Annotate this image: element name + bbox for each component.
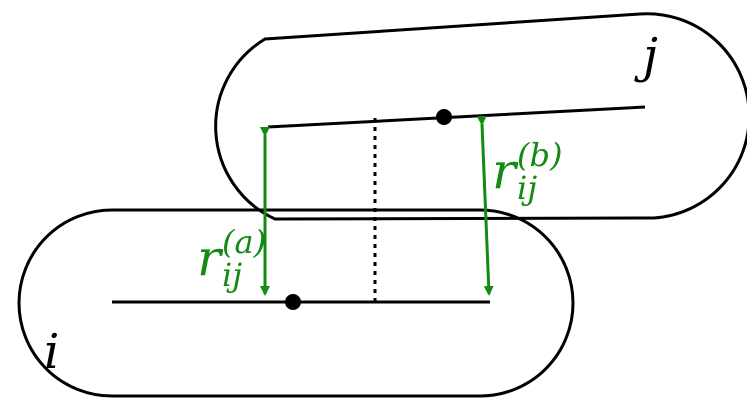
distance-b-subscript: ij	[517, 169, 537, 207]
distance-a: r ij (a)	[197, 127, 270, 296]
rod-j-outline	[214, 12, 747, 221]
distance-a-superscript: (a)	[222, 223, 266, 261]
distance-b-base: r	[492, 142, 519, 200]
rod-j-axis	[267, 105, 646, 129]
distance-b-arrow	[476, 115, 494, 296]
rod-i-center	[285, 294, 301, 310]
distance-a-label: r ij (a)	[197, 223, 266, 294]
rod-i-label: i	[44, 324, 59, 380]
distance-b-label: r ij (b)	[492, 136, 562, 207]
distance-a-base: r	[197, 229, 224, 287]
distance-b-superscript: (b)	[517, 136, 562, 174]
rod-i-outline	[17, 208, 575, 398]
rod-j: j	[214, 12, 747, 221]
distance-a-subscript: ij	[222, 256, 242, 294]
rod-j-label: j	[634, 28, 658, 84]
distance-b: r ij (b)	[476, 115, 562, 296]
rod-j-center	[436, 109, 452, 125]
rod-i: i	[17, 208, 575, 398]
